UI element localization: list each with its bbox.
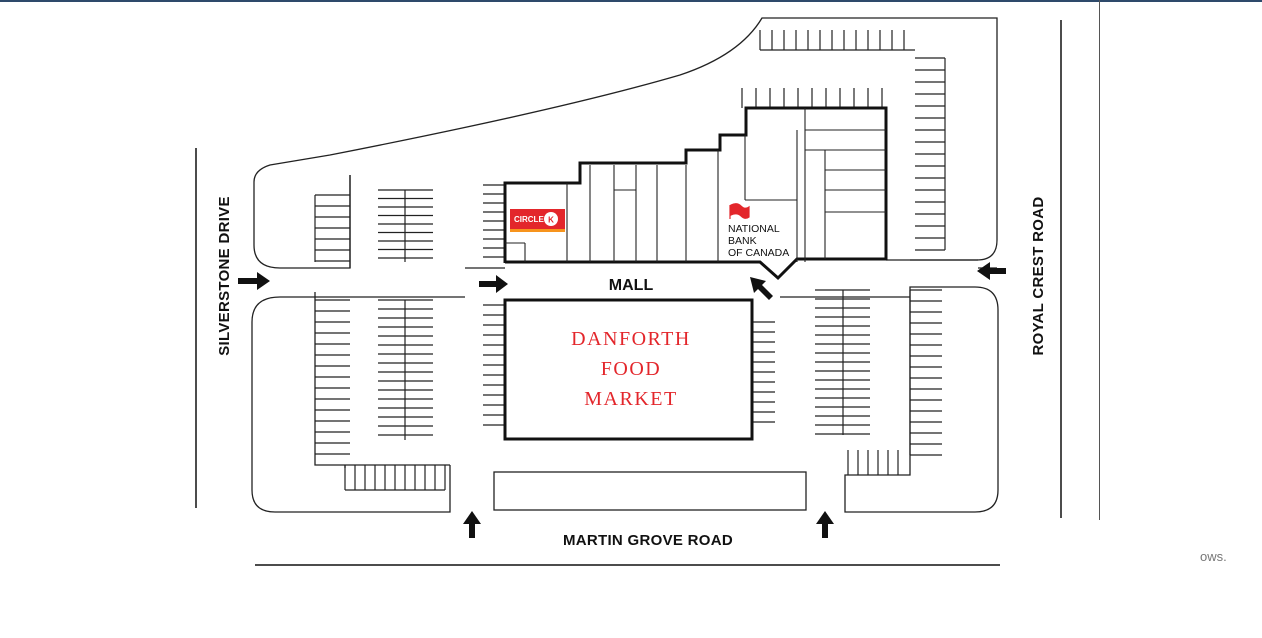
- silverstone-drive-label: SILVERSTONE DRIVE: [216, 196, 233, 356]
- arrow-up-icon: [816, 511, 834, 538]
- circle-k-logo: CIRCLE K: [510, 209, 565, 232]
- top-border: [0, 0, 1262, 2]
- arrow-up-icon: [463, 511, 481, 538]
- anchor-line-2: FOOD: [601, 358, 661, 380]
- parking-stalls: [314, 30, 946, 491]
- arrow-right-icon: [479, 275, 508, 293]
- svg-text:K: K: [548, 216, 554, 225]
- northwest-lot-outline: [253, 175, 351, 269]
- entrance-arrows: [238, 262, 1006, 538]
- martin-grove-road-label: MARTIN GROVE ROAD: [563, 532, 733, 549]
- mall-label: MALL: [609, 277, 654, 294]
- footer-fragment: ows.: [1200, 549, 1227, 564]
- arrow-left-icon: [977, 262, 1006, 280]
- mall-unit-dividers: [505, 108, 886, 262]
- faded-overlay: [1000, 520, 1200, 580]
- arrow-diagonal-icon: [750, 277, 773, 300]
- south-landscape-strip: [493, 471, 807, 511]
- national-bank-logo: [729, 203, 750, 219]
- north-lot-outline: [253, 17, 998, 261]
- anchor-line-1: DANFORTH: [571, 328, 691, 350]
- national-bank-line-2: BANK: [728, 235, 757, 247]
- divider-line: [1099, 0, 1100, 527]
- national-bank-line-1: NATIONAL: [728, 223, 780, 235]
- anchor-line-3: MARKET: [584, 388, 677, 410]
- anchor-store-building: [503, 298, 754, 441]
- svg-text:CIRCLE: CIRCLE: [514, 215, 544, 224]
- national-bank-line-3: OF CANADA: [728, 247, 789, 259]
- mall-building: [503, 106, 888, 281]
- arrow-right-icon: [238, 272, 270, 290]
- southeast-lot-outline: [844, 286, 999, 513]
- southwest-lot-outline: [251, 296, 451, 513]
- royal-crest-road-label: ROYAL CREST ROAD: [1030, 197, 1047, 356]
